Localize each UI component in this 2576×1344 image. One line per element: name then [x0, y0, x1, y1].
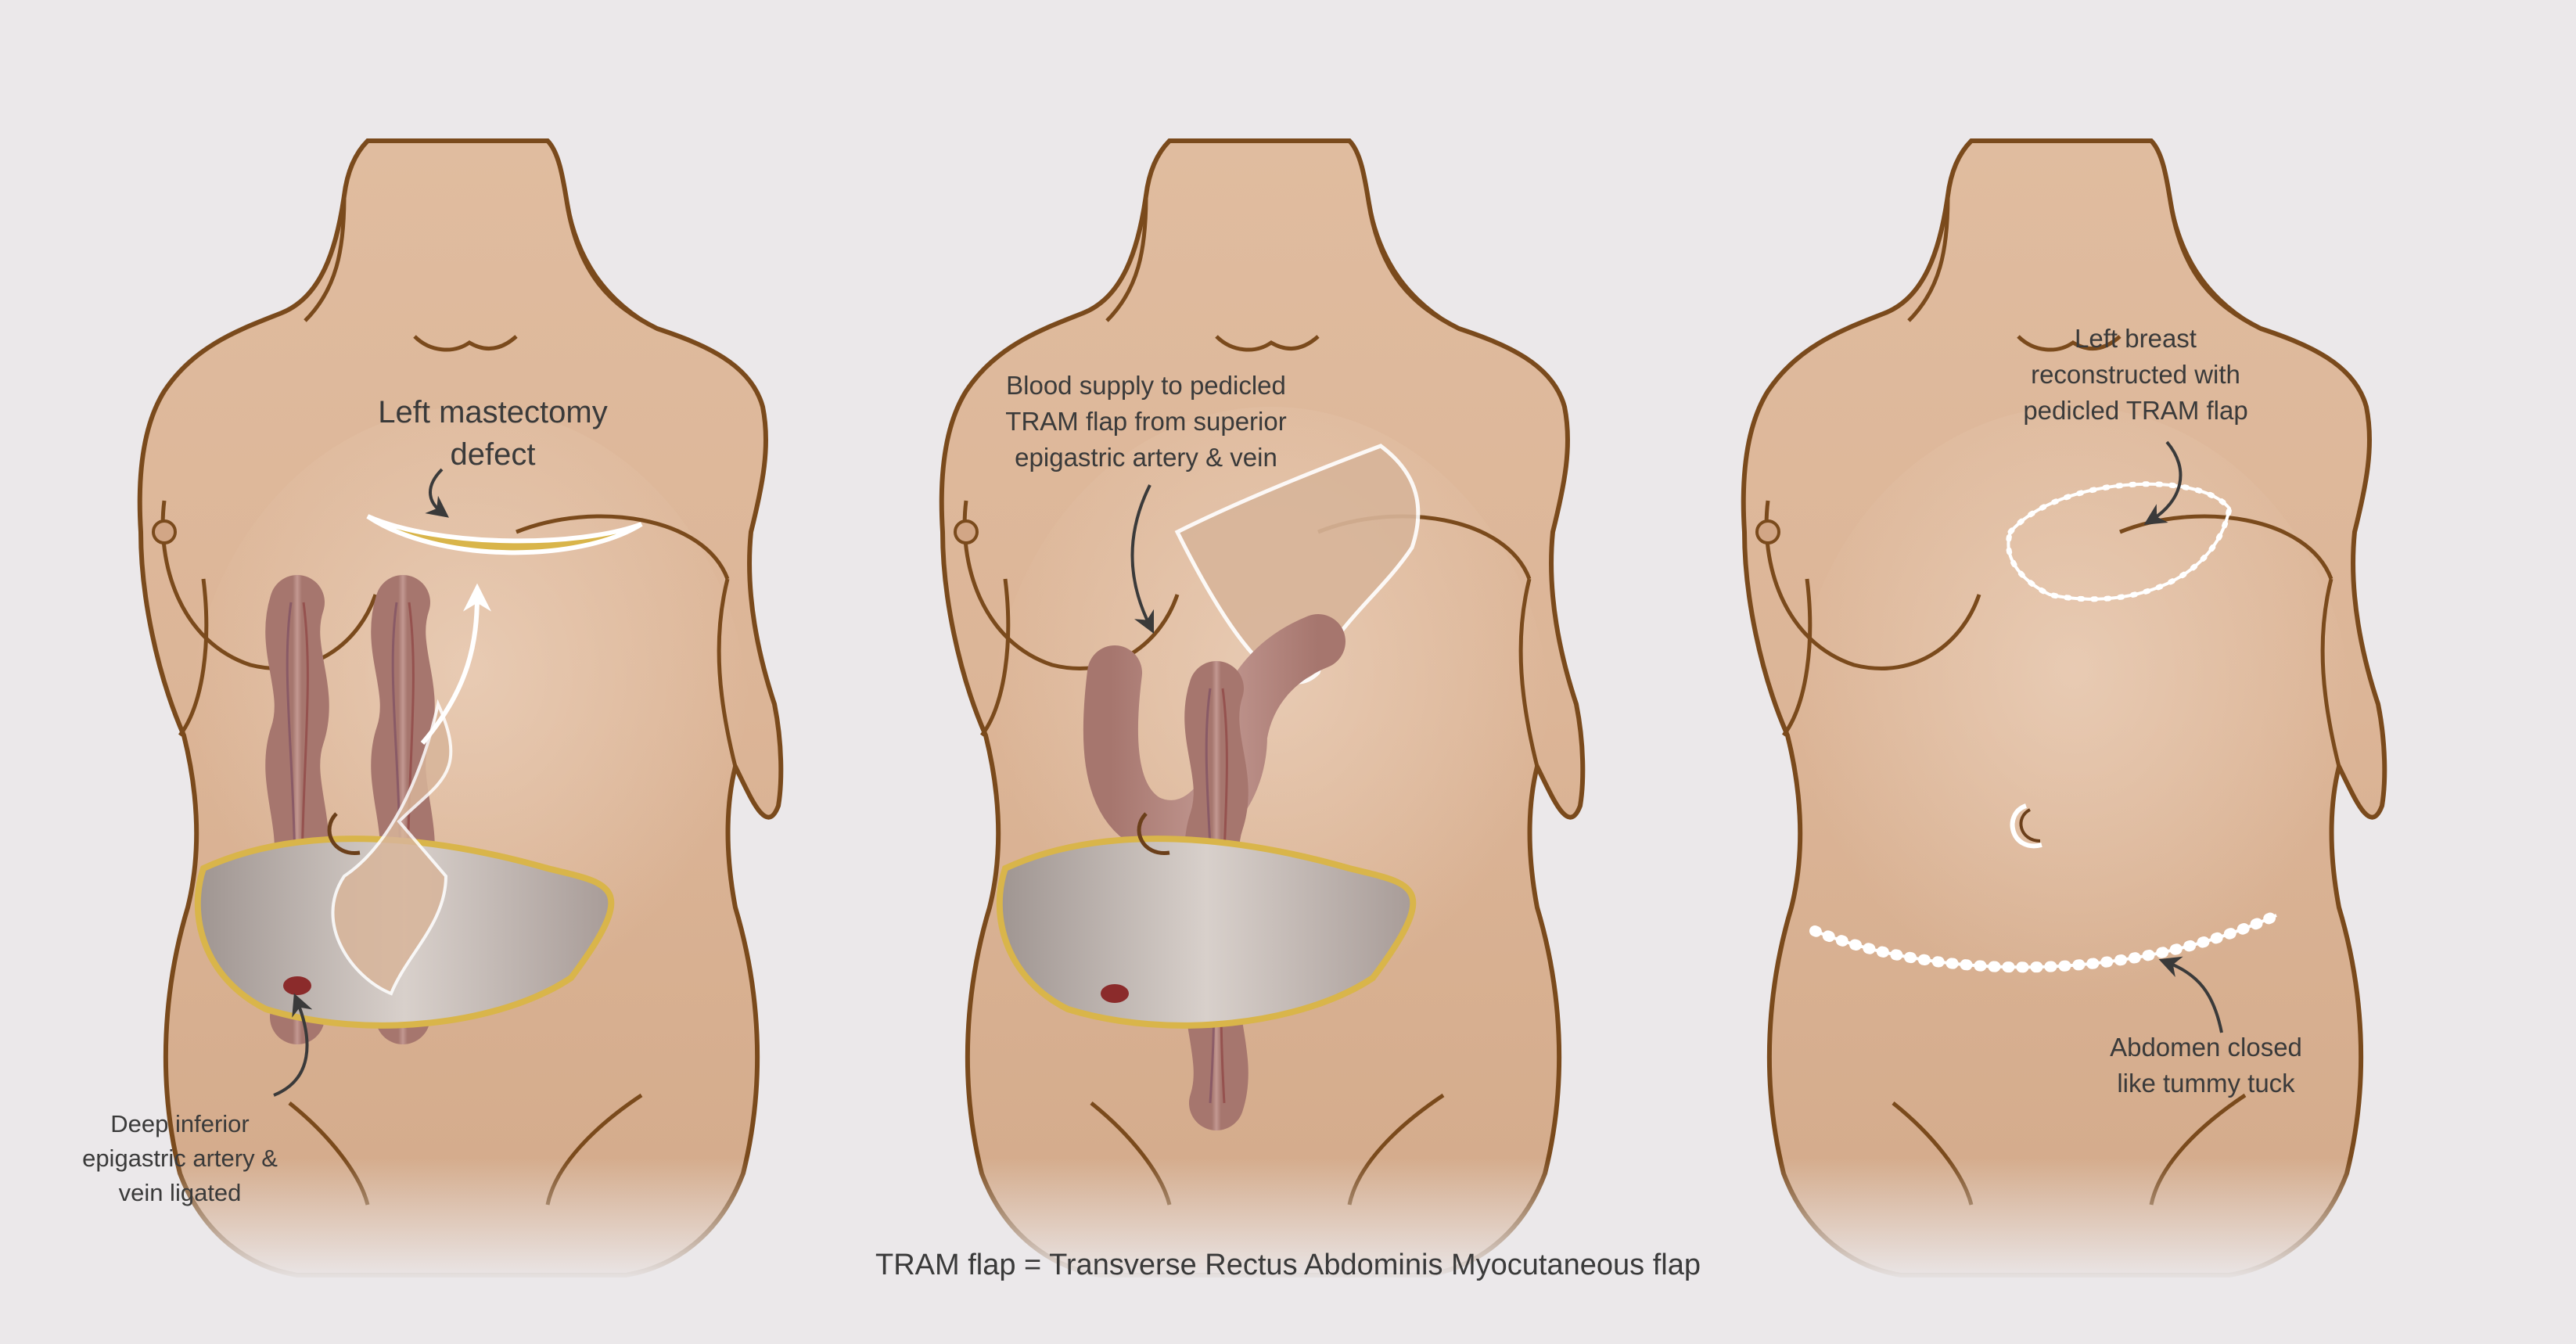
panel-3-torso	[1744, 141, 2386, 1283]
arrow-abdomen-closed	[2158, 956, 2223, 1033]
label-line: defect	[450, 437, 536, 472]
arrow-mastectomy-label	[425, 468, 449, 518]
label-line: epigastric artery & vein	[1015, 443, 1277, 472]
arrow-ligated-vessel	[273, 993, 313, 1097]
label-line: Left mastectomy	[378, 395, 608, 429]
arrow-flap-to-defect	[420, 583, 491, 745]
label-line: like tummy tuck	[2117, 1069, 2295, 1098]
label-line: reconstructed with	[2031, 360, 2240, 389]
panel-1-torso	[140, 141, 782, 1283]
label-line: TRAM flap from superior	[1005, 407, 1287, 436]
label-line: pedicled TRAM flap	[2023, 396, 2248, 425]
label-line: vein ligated	[118, 1179, 242, 1206]
abdominal-opening-2	[996, 836, 1417, 1029]
label-line: Deep inferior	[110, 1110, 250, 1137]
arrow-blood-supply	[1130, 484, 1155, 634]
panel-2-torso	[942, 141, 1584, 1283]
label-abdomen-closed: Abdomen closed like tummy tuck	[2065, 1030, 2347, 1101]
label-left-breast-reconstructed: Left breast reconstructed with pedicled …	[1979, 321, 2292, 429]
label-blood-supply: Blood supply to pedicled TRAM flap from …	[970, 368, 1322, 476]
label-line: Left breast	[2075, 324, 2197, 353]
tram-flap	[331, 699, 453, 996]
footer-caption: TRAM flap = Transverse Rectus Abdominis …	[875, 1249, 1701, 1281]
annotation-arrows	[273, 440, 2223, 1097]
mastectomy-defect	[366, 514, 643, 555]
arrow-reconstructed-breast	[2143, 440, 2183, 525]
label-line: epigastric artery &	[82, 1145, 278, 1172]
label-line: Abdomen closed	[2110, 1033, 2302, 1062]
label-deep-inferior-epigastric: Deep inferior epigastric artery & vein l…	[43, 1107, 317, 1210]
label-line: Blood supply to pedicled	[1006, 371, 1286, 400]
label-left-mastectomy-defect: Left mastectomy defect	[336, 391, 649, 476]
